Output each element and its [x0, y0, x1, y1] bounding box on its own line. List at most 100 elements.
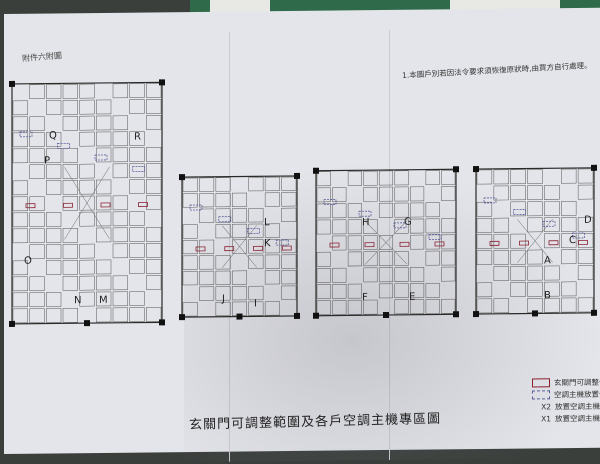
room: [46, 164, 62, 179]
room: [577, 249, 594, 264]
ac-zone-marker: [572, 232, 585, 239]
room: [544, 185, 560, 200]
room: [527, 169, 543, 184]
room: [62, 83, 78, 99]
room: [215, 177, 231, 192]
room: [363, 251, 378, 267]
room: [96, 99, 112, 115]
room: [264, 239, 280, 254]
ac-zone-marker: [323, 199, 337, 206]
room: [476, 217, 493, 233]
room: [425, 250, 440, 266]
room: [96, 115, 112, 131]
room: [29, 116, 45, 131]
room: [129, 163, 145, 178]
column: [532, 310, 538, 317]
room: [410, 186, 425, 202]
room: [316, 284, 331, 299]
room: [264, 223, 280, 238]
room: [363, 235, 378, 251]
column: [294, 172, 300, 179]
door-zone-marker: [548, 240, 559, 246]
room: [12, 196, 28, 212]
room: [347, 171, 362, 186]
room: [248, 208, 264, 223]
room: [425, 170, 440, 185]
room: [96, 195, 112, 211]
room: [510, 282, 526, 297]
unit-label-f: F: [362, 292, 368, 303]
room: [577, 265, 594, 281]
room: [347, 219, 362, 235]
door-zone-marker: [399, 241, 410, 247]
room: [112, 115, 128, 131]
room: [29, 228, 45, 243]
room: [129, 83, 145, 98]
column: [453, 166, 459, 173]
room: [441, 170, 456, 185]
room: [332, 300, 347, 315]
room: [561, 297, 577, 313]
unit-label-g: G: [404, 217, 412, 228]
unit-label-d: D: [584, 215, 592, 226]
room: [363, 186, 378, 202]
room: [182, 224, 198, 239]
room: [476, 169, 493, 185]
legend-label: 放置空調主機: [555, 413, 600, 423]
room: [378, 283, 394, 299]
unit-label-i: I: [254, 298, 257, 309]
room: [146, 163, 162, 178]
void-cross: [64, 166, 110, 240]
room: [332, 203, 347, 219]
room: [129, 291, 145, 306]
room: [96, 307, 112, 323]
room: [215, 208, 231, 223]
room: [129, 211, 145, 226]
unit-label-e: E: [409, 292, 415, 303]
room: [79, 99, 95, 115]
room: [96, 179, 112, 195]
room: [394, 251, 409, 266]
room: [62, 275, 78, 291]
column: [591, 164, 597, 171]
room: [46, 180, 62, 195]
room: [146, 275, 162, 290]
unit-label-q: Q: [49, 130, 57, 141]
room: [12, 260, 28, 276]
room: [62, 259, 78, 275]
room: [527, 281, 543, 297]
ac-zone-marker: [247, 227, 260, 234]
column: [179, 314, 185, 321]
door-zone-swatch: [532, 377, 550, 387]
column: [294, 312, 300, 319]
room: [493, 185, 509, 201]
room: [577, 184, 594, 200]
room: [182, 177, 198, 192]
unit-label-j: J: [221, 294, 225, 305]
room: [79, 275, 95, 291]
door-zone-marker: [329, 242, 340, 248]
room: [12, 100, 28, 116]
room: [493, 298, 509, 314]
room: [112, 227, 128, 243]
ac-zone-marker: [189, 204, 203, 211]
room: [199, 193, 215, 208]
room: [129, 307, 145, 322]
door-zone-marker: [519, 240, 529, 246]
room: [410, 234, 425, 250]
room: [146, 307, 162, 322]
room: [425, 282, 440, 298]
room: [146, 115, 162, 130]
room: [62, 227, 78, 243]
ac-zone-marker: [275, 239, 289, 246]
room: [561, 249, 577, 265]
room: [316, 219, 331, 235]
room: [410, 283, 425, 298]
room: [215, 255, 231, 270]
column: [9, 80, 15, 87]
room: [46, 84, 62, 99]
room: [112, 147, 128, 163]
room: [46, 132, 62, 147]
